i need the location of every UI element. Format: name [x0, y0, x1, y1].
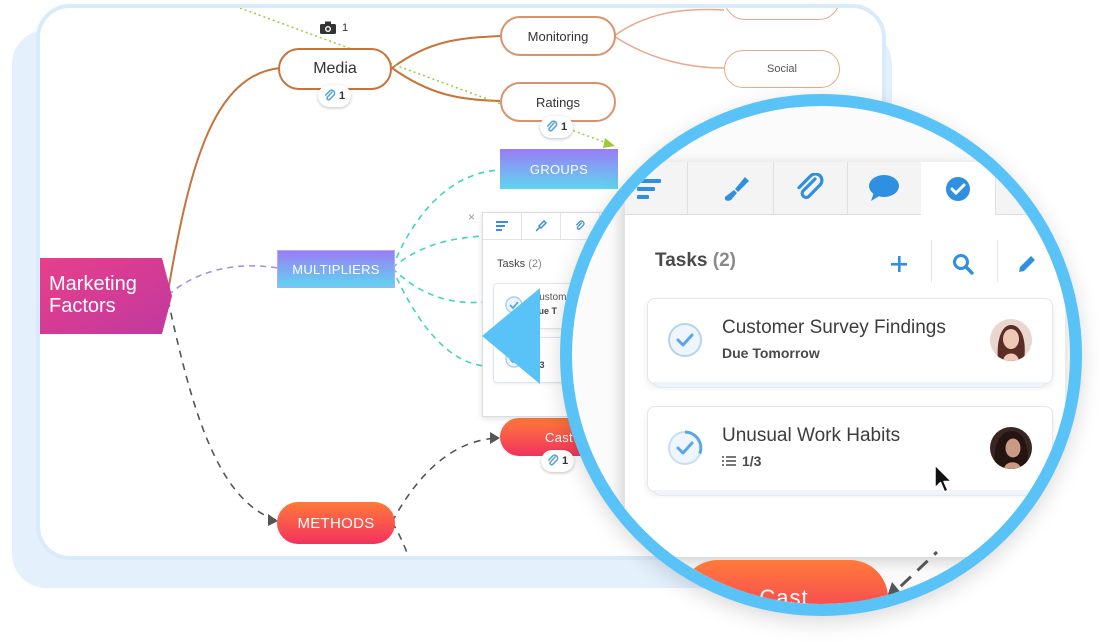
relationship-line	[239, 8, 616, 147]
topic-monitoring[interactable]: Monitoring	[500, 16, 616, 56]
task-due: Due Tomorrow	[722, 345, 820, 361]
paperclip-icon	[797, 173, 824, 199]
pencil-icon	[1019, 256, 1035, 272]
topic-methods-label: METHODS	[297, 514, 375, 532]
task-title: Customer Survey Findings	[722, 317, 946, 338]
tab-attachments[interactable]	[773, 162, 848, 214]
assignee-avatar[interactable]	[990, 319, 1032, 361]
central-topic[interactable]: Marketing Factors	[40, 258, 172, 334]
connector-monitoring-top	[613, 8, 725, 37]
checkmark-icon	[946, 176, 970, 201]
topic-offscreen[interactable]	[724, 8, 840, 20]
tab-format[interactable]	[699, 162, 774, 214]
magnifier-pointer	[482, 288, 540, 384]
media-photo-indicator[interactable]: 1	[320, 21, 348, 34]
magnifier-lens: Tasks (2) Customer Survey Findings Due	[560, 94, 1082, 616]
tasks-title: Tasks	[655, 250, 708, 271]
magnified-cast-label: Cast	[759, 585, 809, 610]
mini-tasks-header: Tasks (2)	[483, 240, 631, 270]
ratings-attachment-badge[interactable]: 1	[540, 116, 574, 138]
task-checkbox-icon[interactable]	[666, 321, 704, 359]
paperclip-icon	[548, 454, 559, 466]
task-panel-tabs	[625, 162, 1065, 215]
relationship-arrow	[603, 138, 615, 148]
ratings-attachment-count: 1	[561, 121, 568, 133]
topic-multipliers[interactable]: MULTIPLIERS	[277, 250, 395, 288]
central-topic-line1: Marketing	[49, 273, 137, 295]
paperclip-icon	[547, 120, 558, 132]
central-topic-shape	[40, 258, 172, 334]
header-divider	[997, 240, 998, 282]
topic-media[interactable]: Media	[278, 48, 392, 90]
topic-methods[interactable]: METHODS	[277, 502, 395, 544]
connector-central-media	[167, 67, 281, 293]
cast-attachment-badge[interactable]: 1	[541, 450, 575, 472]
avatar-woman-icon	[990, 427, 1032, 469]
checklist-icon	[722, 456, 736, 466]
tab-tasks[interactable]	[921, 162, 996, 215]
topic-social-label: Social	[767, 63, 797, 75]
mini-tasks-title: Tasks	[497, 258, 526, 270]
magnified-connectors	[882, 550, 939, 604]
paperclip-icon	[575, 220, 585, 230]
magnified-cast-topic[interactable]: Cast	[680, 560, 888, 610]
connector-central-multipliers	[167, 265, 279, 296]
mini-tab-list[interactable]	[483, 213, 522, 239]
media-photo-count: 1	[342, 21, 349, 34]
media-attachment-count: 1	[339, 90, 346, 102]
topic-monitoring-label: Monitoring	[527, 28, 589, 44]
tasks-header: Tasks (2)	[655, 250, 736, 272]
search-tasks-button[interactable]	[945, 246, 981, 282]
lines-icon	[496, 221, 508, 231]
camera-icon	[320, 21, 336, 34]
edit-tasks-button[interactable]	[1009, 246, 1045, 282]
topic-groups[interactable]: GROUPS	[500, 149, 618, 189]
mini-task-sub: Due T	[532, 306, 558, 316]
topic-groups-label: GROUPS	[529, 161, 589, 177]
topic-multipliers-label: MULTIPLIERS	[292, 261, 380, 277]
lines-icon	[637, 179, 661, 199]
connector-media-ratings	[391, 67, 501, 102]
assignee-avatar[interactable]	[990, 427, 1032, 469]
task-card[interactable]: Unusual Work Habits 1/3	[647, 406, 1053, 496]
cast-attachment-count: 1	[562, 455, 569, 467]
topic-ratings-label: Ratings	[535, 94, 581, 110]
task-subtasks: 1/3	[722, 453, 761, 469]
task-due-label: Due Tomorrow	[722, 345, 820, 361]
topic-cast-label: Cast	[545, 429, 573, 445]
paintbrush-icon	[535, 220, 547, 232]
tasks-count: (2)	[712, 250, 736, 271]
task-subtask-count: 1/3	[742, 453, 762, 469]
search-icon	[953, 254, 974, 275]
add-task-button[interactable]	[881, 246, 917, 282]
mini-task-title: Custom	[532, 292, 567, 303]
task-panel: Tasks (2) Customer Survey Findings Due	[624, 162, 1065, 557]
paperclip-icon	[325, 89, 336, 101]
task-title: Unusual Work Habits	[722, 425, 901, 446]
central-topic-line2: Factors	[49, 295, 116, 317]
speech-bubble-icon	[869, 175, 899, 201]
mini-tab-format[interactable]	[522, 213, 561, 239]
tab-list[interactable]	[613, 162, 688, 214]
connector-monitoring-social	[613, 35, 725, 69]
avatar-woman-icon	[990, 319, 1032, 361]
connector-media-monitoring	[391, 35, 501, 69]
topic-social[interactable]: Social	[724, 50, 840, 88]
connector-multipliers-groups	[391, 169, 501, 269]
task-checkbox-icon[interactable]	[666, 429, 704, 467]
mini-panel-close-button[interactable]: ×	[468, 210, 476, 224]
mouse-cursor-icon	[934, 464, 953, 493]
connector-central-methods	[167, 299, 277, 521]
paintbrush-icon	[724, 177, 749, 201]
topic-media-label: Media	[313, 60, 357, 77]
plus-icon	[891, 256, 907, 272]
connector-methods-cast	[391, 437, 499, 523]
media-attachment-badge[interactable]: 1	[318, 85, 352, 107]
mini-tasks-count: (2)	[528, 258, 542, 270]
header-divider	[931, 240, 932, 282]
task-card[interactable]: Customer Survey Findings Due Tomorrow	[647, 298, 1053, 388]
